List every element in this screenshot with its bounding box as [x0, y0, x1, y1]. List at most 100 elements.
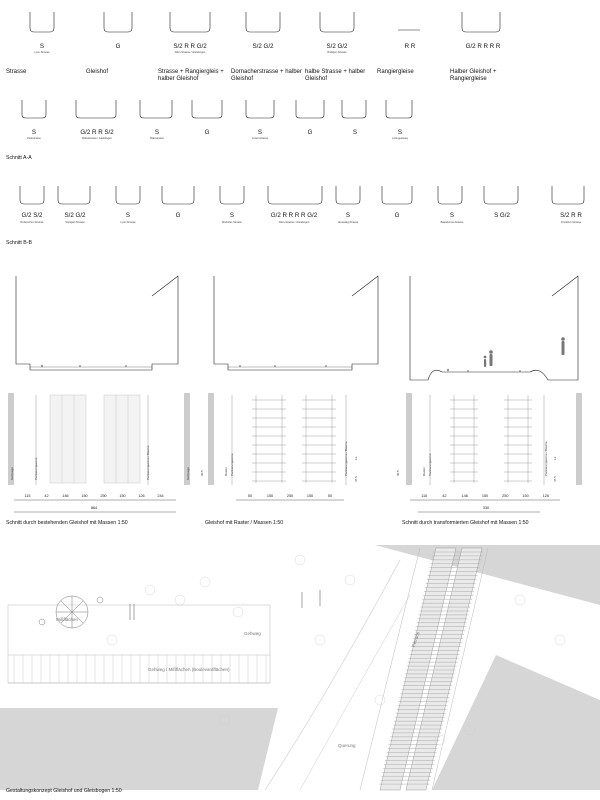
zone-label-2c: Parkierungszone: [230, 453, 234, 476]
site-plan: [0, 545, 600, 791]
zone-label-3d: Parkierungszone / Bäume: [544, 441, 548, 476]
bb-item-sub-10: Frankfurt-Strasse: [560, 221, 582, 224]
bb-item-sub-8: Basadonna-Strasse: [440, 221, 464, 224]
bb-item-8: S: [449, 212, 455, 219]
row1-type-2: S/2 R R G/2: [173, 43, 207, 50]
bb-item-sub-4: Mulhofer-Strasse: [222, 221, 242, 224]
street-section-3: [409, 275, 579, 381]
zone-label-1c: Parkierungszone / Bäume: [146, 445, 150, 480]
dim-2-3: 150: [481, 494, 489, 498]
dim-0-2: 146: [62, 494, 69, 498]
row1-legend-0: Strasse: [6, 69, 27, 75]
aa-item-sub-7: Lehnguetweg: [392, 137, 408, 140]
row1-type-6: G/2 R R R R: [465, 43, 501, 50]
dim-total-0: 864: [90, 506, 98, 510]
zone-label-1d: Gehwege: [186, 467, 190, 480]
section-caption-1: Schnitt durch bestehenden Gleishof mit M…: [6, 520, 128, 526]
plan-strip-3: [406, 393, 582, 485]
aa-item-sub-4: Luzernstrasse: [251, 137, 269, 140]
zone-label-2e: 13: [354, 456, 358, 460]
aa-item-5: G: [307, 129, 313, 136]
dim-1-3: 150: [306, 494, 314, 498]
bb-item-5: G/2 R R R R G/2: [270, 212, 318, 219]
zone-label-2b: Raster: [224, 467, 228, 476]
dim-2-4: 250: [502, 494, 509, 498]
street-section-1: [15, 275, 179, 371]
zone-label-3a: 60.5: [396, 470, 400, 476]
aa-item-6: S: [352, 129, 358, 136]
schnitt-bb-title: Schnitt B-B: [6, 240, 32, 246]
dim-2-1: 42: [442, 494, 447, 498]
aa-item-sub-0: Parkstrasse: [27, 137, 41, 140]
row1-legend-1: Gleishof: [86, 69, 109, 75]
profile-row-1: [29, 12, 501, 33]
dim-1-2: 250: [286, 494, 294, 498]
row1-legend-5: Rangiergleise: [377, 69, 414, 75]
bb-item-4: S: [229, 212, 235, 219]
bb-item-1: S/2 G/2: [64, 212, 86, 219]
bb-item-3: G: [175, 212, 181, 219]
dim-0-0: 115: [24, 494, 31, 498]
profile-row-aa: [21, 100, 413, 119]
zone-label-1b: Parkierungszone: [34, 457, 38, 480]
schnitt-aa-title: Schnitt A-A: [6, 155, 32, 161]
aa-item-7: S: [397, 129, 403, 136]
dim-0-6: 126: [138, 494, 145, 498]
dim-2-6: 126: [542, 494, 550, 498]
plan-label-gehweg: Gehweg: [244, 631, 261, 636]
dim-2-0: 115: [421, 494, 428, 498]
plan-label-boulevard: Gehweg / Mißflächen (Boulevardflächen): [148, 667, 230, 672]
rail-tracks: [359, 547, 489, 791]
street-section-2: [213, 275, 379, 371]
row1-type-sub-0: Lyon-Strasse: [34, 51, 50, 54]
dim-1-4: 50: [327, 494, 333, 498]
dim-1-0: 50: [247, 494, 253, 498]
people-figures: [483, 337, 565, 367]
section-caption-2: Gleishof mit Raster / Massen 1:50: [205, 520, 284, 526]
zone-label-3b: Raster: [422, 467, 426, 476]
row1-type-sub-4: Rudlgen-Strasse: [327, 51, 347, 54]
row1-legend-3: Dornacherstrasse + halber Gleishof: [231, 69, 302, 82]
zone-label-3e: 13: [553, 456, 557, 460]
zone-label-2f: 47.5: [354, 476, 358, 482]
aa-item-sub-2: Malzstrasse: [150, 137, 164, 140]
row1-type-0: S: [39, 43, 45, 50]
dim-0-7: 244: [157, 494, 164, 498]
row1-type-sub-2: Allen-Strasse / Gleisbogen: [174, 51, 206, 54]
aa-item-0: S: [31, 129, 37, 136]
zone-label-3c: Parkierungszone: [428, 453, 432, 476]
row1-type-3: S/2 G/2: [252, 43, 274, 50]
zone-label-2d: Parkierungszone / Bäume: [344, 441, 348, 476]
bb-item-10: S/2 R R: [560, 212, 582, 219]
dim-2-2: 146: [461, 494, 468, 498]
plan-caption: Gestaltungskonzept Gleishof und Gleisbog…: [6, 788, 122, 794]
dim-2-5: 150: [522, 494, 529, 498]
zone-label-1a: Gehwege: [10, 467, 14, 480]
dim-0-4: 250: [100, 494, 107, 498]
plan-label-querung: Querung: [338, 743, 356, 748]
dim-0-3: 150: [81, 494, 88, 498]
bb-item-sub-2: Lyon-Strasse: [120, 221, 136, 224]
zone-label-3f: 47.5: [553, 476, 557, 482]
aa-item-3: G: [204, 129, 210, 136]
dim-0-5: 150: [119, 494, 126, 498]
row1-legend-2: Strasse + Rangiergleis + halber Gleishof: [158, 69, 224, 82]
parking-strip: [7, 604, 271, 684]
bb-item-sub-1: Stuttgart-Strasse: [65, 221, 85, 224]
bb-item-sub-5: Allen-Strasse / Gleisbogen: [278, 221, 310, 224]
bb-item-6: S: [345, 212, 351, 219]
bb-item-sub-0: Rebenchen-Strasse: [20, 221, 44, 224]
plan-strip-2: [208, 393, 347, 485]
bb-item-sub-6: Heuwaag-Strasse: [337, 221, 359, 224]
profile-row-bb: [19, 186, 585, 205]
row1-legend-6: Halber Gleishof + Rangiergleise: [450, 69, 497, 82]
aa-item-2: S: [154, 129, 160, 136]
aa-item-1: G/2 R R S/2: [80, 129, 114, 136]
bb-item-7: G: [394, 212, 400, 219]
row1-type-5: R R: [404, 43, 416, 50]
aa-item-4: S: [257, 129, 263, 136]
section-caption-3: Schnitt durch transformierten Gleishof m…: [402, 520, 529, 526]
aa-item-sub-1: Mittelstrasse / Gleisbogen: [82, 137, 112, 140]
dimension-lines: [14, 499, 560, 513]
